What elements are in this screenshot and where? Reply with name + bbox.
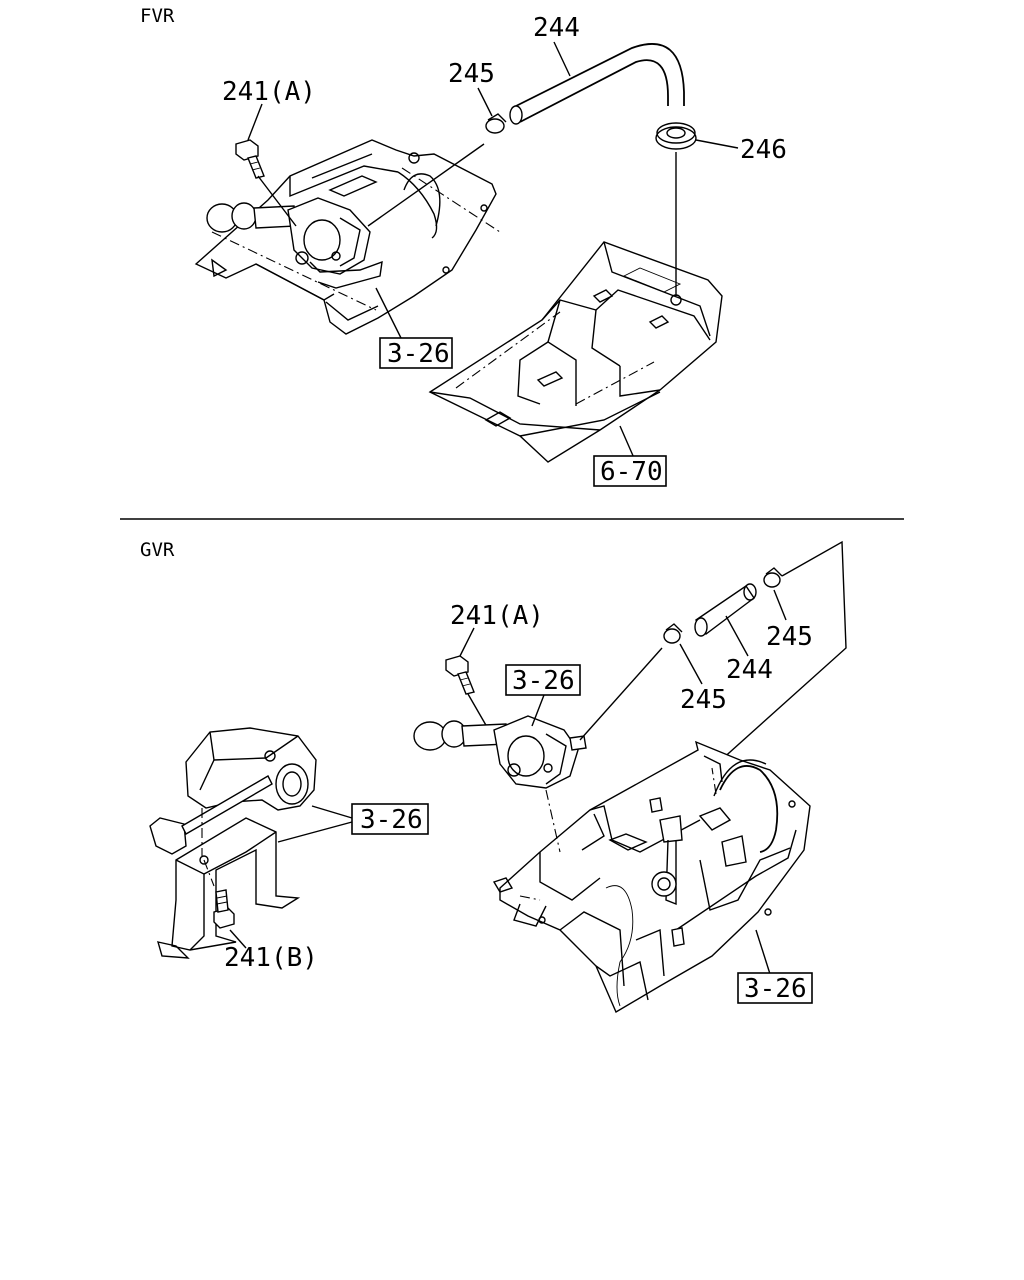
fvr-ref-box-670 xyxy=(593,455,667,487)
fvr-hose-route-line xyxy=(367,143,485,227)
gvr-clip-245-left xyxy=(663,623,683,644)
gvr-ref-box-base xyxy=(737,972,813,1004)
fvr-hose-244 xyxy=(509,43,685,125)
gvr-ref-leaders-left xyxy=(277,805,353,843)
fvr-ref-326: 3-26 xyxy=(387,339,450,369)
fvr-ref-box-326 xyxy=(379,337,453,369)
fvr-callout-245: 245 xyxy=(448,59,495,89)
gvr-hose-route-line xyxy=(709,540,847,771)
gvr-valve-unit xyxy=(413,715,587,789)
gvr-ref-base-leader xyxy=(755,929,771,975)
gvr-hose-leader xyxy=(725,615,749,657)
fvr-callout-241a: 241(A) xyxy=(222,77,316,107)
gvr-bolt-a-leader xyxy=(459,627,475,657)
fvr-bolt-241a xyxy=(235,139,265,179)
gvr-callout-241a: 241(A) xyxy=(450,601,544,631)
fvr-section: FVR 244 245 246 241(A) xyxy=(140,5,787,487)
fvr-bolt-leader xyxy=(247,103,263,141)
fvr-grommet-leader xyxy=(695,139,739,149)
gvr-ref-326-bracket: 3-26 xyxy=(360,805,423,835)
fvr-clip-245 xyxy=(485,113,507,134)
gvr-section-title: GVR xyxy=(140,539,175,561)
gvr-callout-244: 244 xyxy=(726,655,773,685)
fvr-section-title: FVR xyxy=(140,5,175,27)
gvr-callout-241b: 241(B) xyxy=(224,943,318,973)
fvr-callout-244: 244 xyxy=(533,13,580,43)
gvr-ref-valve-leader xyxy=(531,694,545,727)
gvr-valve-route-line xyxy=(579,647,663,741)
gvr-base-plate-assembly xyxy=(492,740,811,1014)
gvr-callout-245-left: 245 xyxy=(680,685,727,715)
gvr-hose-244 xyxy=(694,583,757,637)
fvr-bolt-route-line xyxy=(257,175,297,227)
gvr-callout-245-right: 245 xyxy=(766,622,813,652)
fvr-ref-670: 6-70 xyxy=(600,457,663,487)
fvr-ref-leader-326 xyxy=(375,287,403,341)
gvr-section: GVR 241(B) xyxy=(140,539,847,1014)
fvr-lever-assembly xyxy=(194,139,501,335)
gvr-ref-box-valve xyxy=(505,664,581,696)
gvr-clip-right-leader xyxy=(773,589,787,621)
fvr-floor-panel xyxy=(428,241,723,463)
gvr-clip-245-right xyxy=(763,567,783,588)
gvr-ref-326-valve: 3-26 xyxy=(512,666,575,696)
gvr-ref-box-bracket xyxy=(351,803,429,835)
gvr-left-bracket-assembly xyxy=(149,727,317,959)
gvr-bolt-b-leader xyxy=(229,929,247,949)
gvr-clip-left-leader xyxy=(679,643,703,685)
fvr-ref-leader-670 xyxy=(619,425,635,459)
gvr-bolt-241a xyxy=(445,655,475,695)
fvr-callout-246: 246 xyxy=(740,135,787,165)
fvr-hose-leader xyxy=(553,41,571,77)
fvr-grommet-246 xyxy=(655,122,697,150)
fvr-clip-leader xyxy=(477,87,493,117)
gvr-ref-326-base: 3-26 xyxy=(744,974,807,1004)
